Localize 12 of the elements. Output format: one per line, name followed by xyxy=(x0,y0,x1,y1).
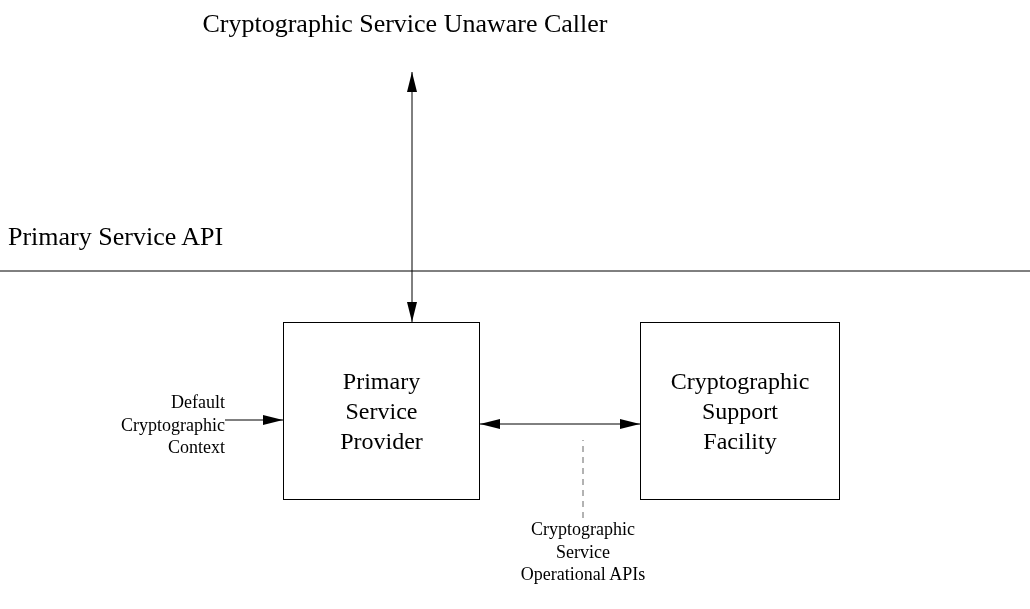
process-box xyxy=(640,322,840,500)
process-box xyxy=(283,322,480,500)
double-arrow xyxy=(479,419,641,429)
caption-text: Cryptographic Service Unaware Caller xyxy=(201,8,609,40)
box-title: Cryptographic Support Facility xyxy=(669,367,811,456)
arrow xyxy=(224,415,284,425)
leader-line xyxy=(582,439,584,519)
box-title: Primary Service Provider xyxy=(339,367,424,456)
input-label: Default Cryptographic Context xyxy=(120,391,225,459)
double-arrow xyxy=(407,71,417,323)
layer-label: Primary Service API xyxy=(8,222,224,252)
interface-label: Cryptographic Service Operational APIs xyxy=(519,518,647,586)
